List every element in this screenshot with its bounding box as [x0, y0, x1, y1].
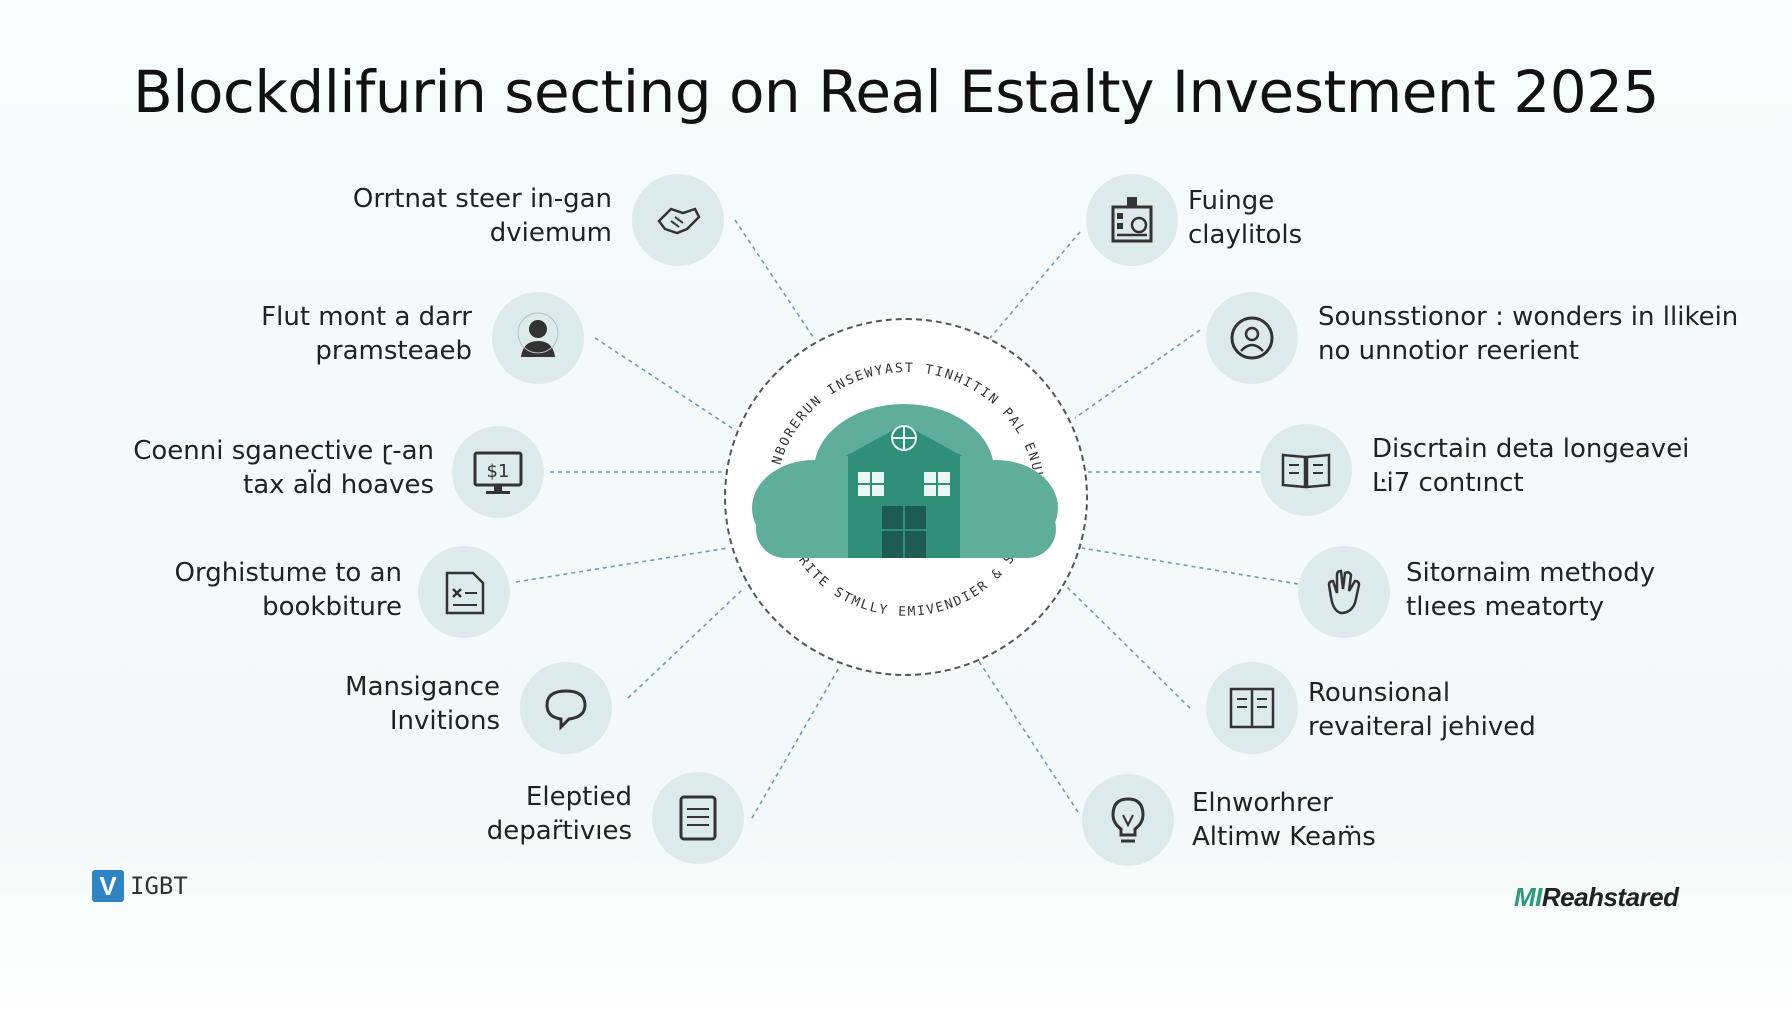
open-book-icon	[1260, 424, 1352, 516]
connector-left-4	[515, 547, 729, 583]
hand-icon	[1298, 546, 1390, 638]
handshake-icon	[632, 174, 724, 266]
connector-right-2	[1074, 329, 1201, 419]
connector-right-1	[989, 231, 1081, 339]
svg-text:$1: $1	[487, 461, 510, 482]
ledger-icon	[1206, 662, 1298, 754]
monitor-dollar-icon: $1	[452, 426, 544, 518]
user-profile-icon	[1206, 292, 1298, 384]
lightbulb-icon	[1082, 774, 1174, 866]
brand-logo-left: V IGBT	[92, 870, 188, 902]
building-icon	[1086, 174, 1178, 266]
speech-bubble-icon	[520, 662, 612, 754]
logo-badge: V	[92, 870, 124, 902]
connector-right-6	[977, 659, 1079, 813]
document-x-icon	[418, 546, 510, 638]
person-icon	[492, 292, 584, 384]
connector-right-4	[1081, 547, 1299, 585]
page-title: Blockdlifurin secting on Real Estalty In…	[133, 58, 1659, 126]
connector-left-5	[627, 589, 743, 699]
connector-left-1	[734, 219, 816, 341]
central-hub: NBORERUN INSEWYAST TINHITIN PAL ENUUE OR…	[721, 309, 1088, 676]
brand-logo-right: MIReahstared	[1514, 882, 1679, 912]
connector-left-2	[594, 337, 736, 431]
notepad-icon	[652, 772, 744, 864]
house-icon	[846, 424, 962, 558]
hub-graphic: NBORERUN INSEWYAST TINHITIN PAL ENUUE OR…	[721, 309, 1058, 620]
connector-left-6	[751, 665, 841, 819]
logo-text: IGBT	[130, 872, 188, 900]
connector-right-5	[1063, 583, 1191, 709]
